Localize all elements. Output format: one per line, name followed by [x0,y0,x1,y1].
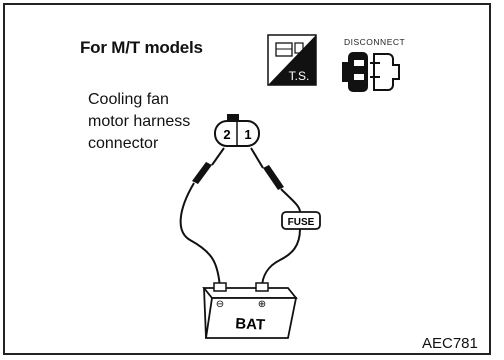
fuse: FUSE [281,211,321,230]
connector-pin-2: 2 [223,127,230,142]
battery-positive-terminal: ⊕ [258,299,266,310]
test-probe-right [250,147,284,190]
ts-icon-label: T.S. [289,69,310,83]
harness-label-line-2: motor harness [88,113,191,130]
diagram-frame [3,3,491,355]
battery-negative-terminal: ⊖ [216,299,224,310]
disconnect-label: DISCONNECT [344,37,406,47]
model-heading: For M/T models [80,38,203,57]
harness-label-line-1: Cooling fan [88,91,169,108]
battery: ⊖ ⊕ BAT [202,282,298,339]
test-probe-left [192,147,225,184]
fuse-label: FUSE [288,217,315,228]
figure-code: AEC781 [422,335,478,352]
wire-positive-lower [261,228,301,289]
connector-pin-1: 1 [244,127,251,142]
wire-negative [179,182,221,289]
wire-positive-upper [280,188,301,213]
disconnect-connector-icon [342,52,400,92]
battery-label: BAT [235,315,266,334]
harness-label-line-3: connector [88,135,159,152]
trouble-shooting-icon: T.S. [267,34,317,86]
harness-connector: 2 1 [214,114,260,147]
